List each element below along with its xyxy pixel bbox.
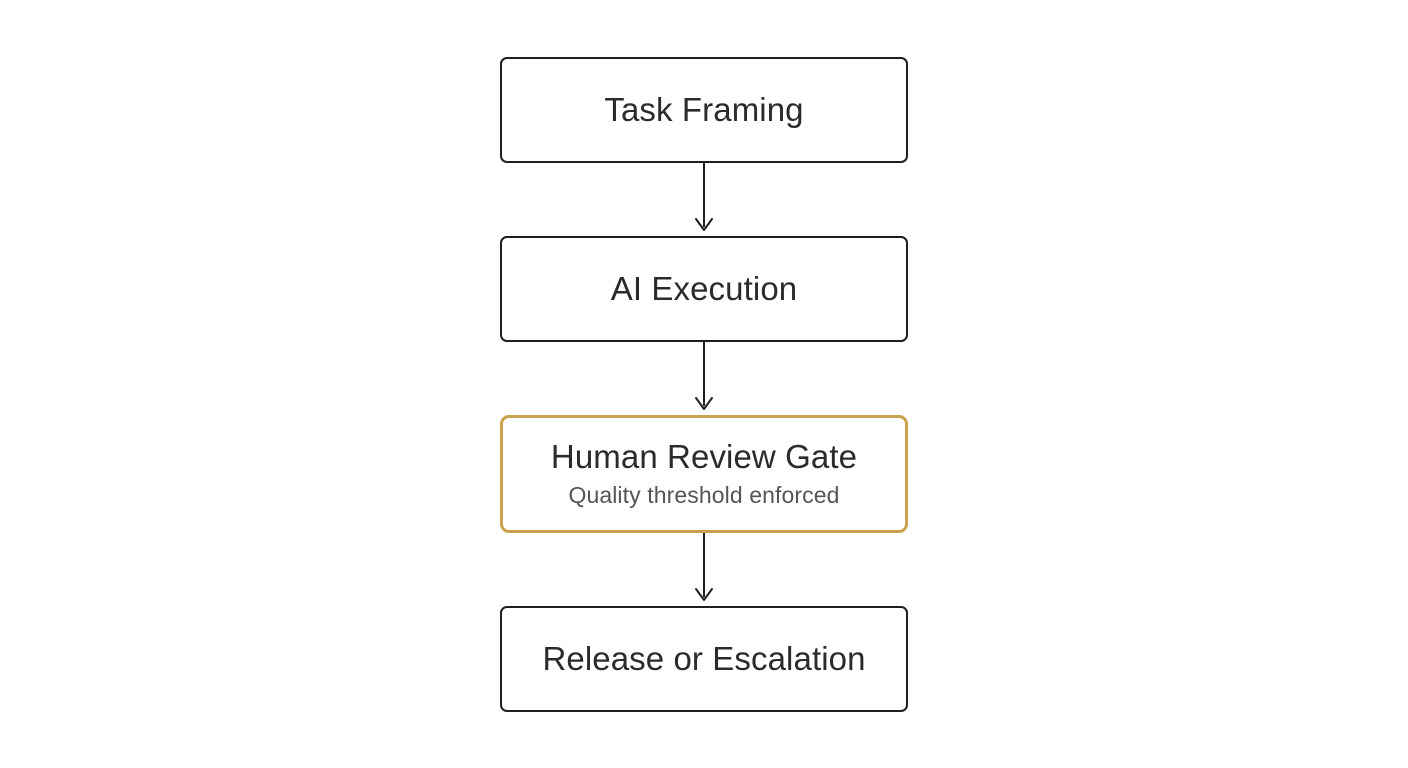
node-title: Task Framing	[604, 91, 804, 129]
node-title: Human Review Gate	[550, 438, 858, 476]
node-title: Release or Escalation	[542, 640, 866, 678]
connector-arrow-1	[500, 163, 908, 236]
flow-node-release-or-escalation[interactable]: Release or Escalation	[500, 606, 908, 712]
flow-node-ai-execution[interactable]: AI Execution	[500, 236, 908, 342]
connector-arrow-3	[500, 533, 908, 606]
flow-node-task-framing[interactable]: Task Framing	[500, 57, 908, 163]
node-subtitle: Quality threshold enforced	[568, 482, 840, 509]
flowchart: Task Framing AI Execution Human Review G…	[500, 57, 908, 712]
node-title: AI Execution	[610, 270, 798, 308]
flow-node-human-review-gate[interactable]: Human Review Gate Quality threshold enfo…	[500, 415, 908, 533]
connector-arrow-2	[500, 342, 908, 415]
